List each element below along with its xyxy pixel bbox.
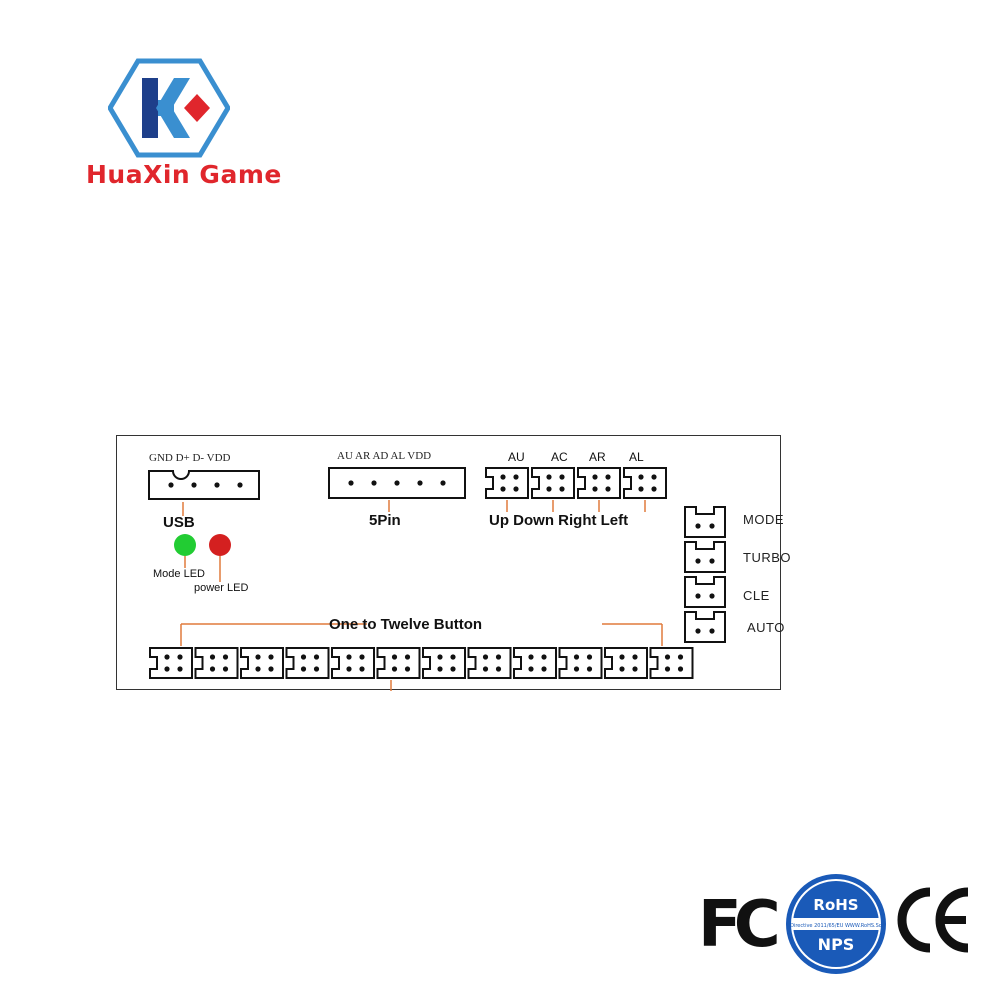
mode-led [174,534,196,556]
svg-text:Directive 2011/65/EU WWW.RoHS: Directive 2011/65/EU WWW.RoHS.So [790,923,882,929]
side-button-auto: AUTO [747,620,785,635]
button-row-bracket [180,623,663,646]
side-button-cle: CLE [743,588,770,603]
usb-connector [148,470,260,500]
usb-pin-labels: GND D+ D- VDD [149,452,231,464]
svg-text:RoHS: RoHS [813,896,858,914]
direction-connectors [485,467,667,512]
power-led [209,534,231,556]
side-button-connectors [684,506,726,643]
usb-label: USB [163,514,195,531]
brand-name: HuaXin Game [86,160,282,189]
power-led-label: power LED [194,582,249,594]
board-diagram: GND D+ D- VDD USB Mode LED power LED AU … [116,435,791,691]
direction-pin-al: AL [629,450,644,464]
led-leader-lines [184,556,221,582]
usb-leader-line [182,502,184,516]
side-button-turbo: TURBO [743,550,791,565]
mode-led-label: Mode LED [153,568,205,580]
svg-text:NPS: NPS [818,935,855,954]
five-pin-leader-line [388,500,390,512]
fc-mark-icon: FC [698,888,778,960]
five-pin-connector [328,467,466,499]
direction-pin-ac: AC [551,450,568,464]
side-button-mode: MODE [743,512,784,527]
button-row-connectors [149,647,694,691]
huaxin-logo-icon [108,58,230,158]
rohs-badge-icon: RoHS Directive 2011/65/EU WWW.RoHS.So NP… [786,874,886,974]
button-row-label: One to Twelve Button [329,616,483,633]
direction-pin-au: AU [508,450,525,464]
five-pin-label: 5Pin [369,512,401,529]
direction-label: Up Down Right Left [489,512,629,529]
direction-pin-ar: AR [589,450,606,464]
ce-mark-icon [897,887,969,953]
five-pin-pin-labels: AU AR AD AL VDD [337,450,432,462]
svg-text:FC: FC [698,888,777,960]
